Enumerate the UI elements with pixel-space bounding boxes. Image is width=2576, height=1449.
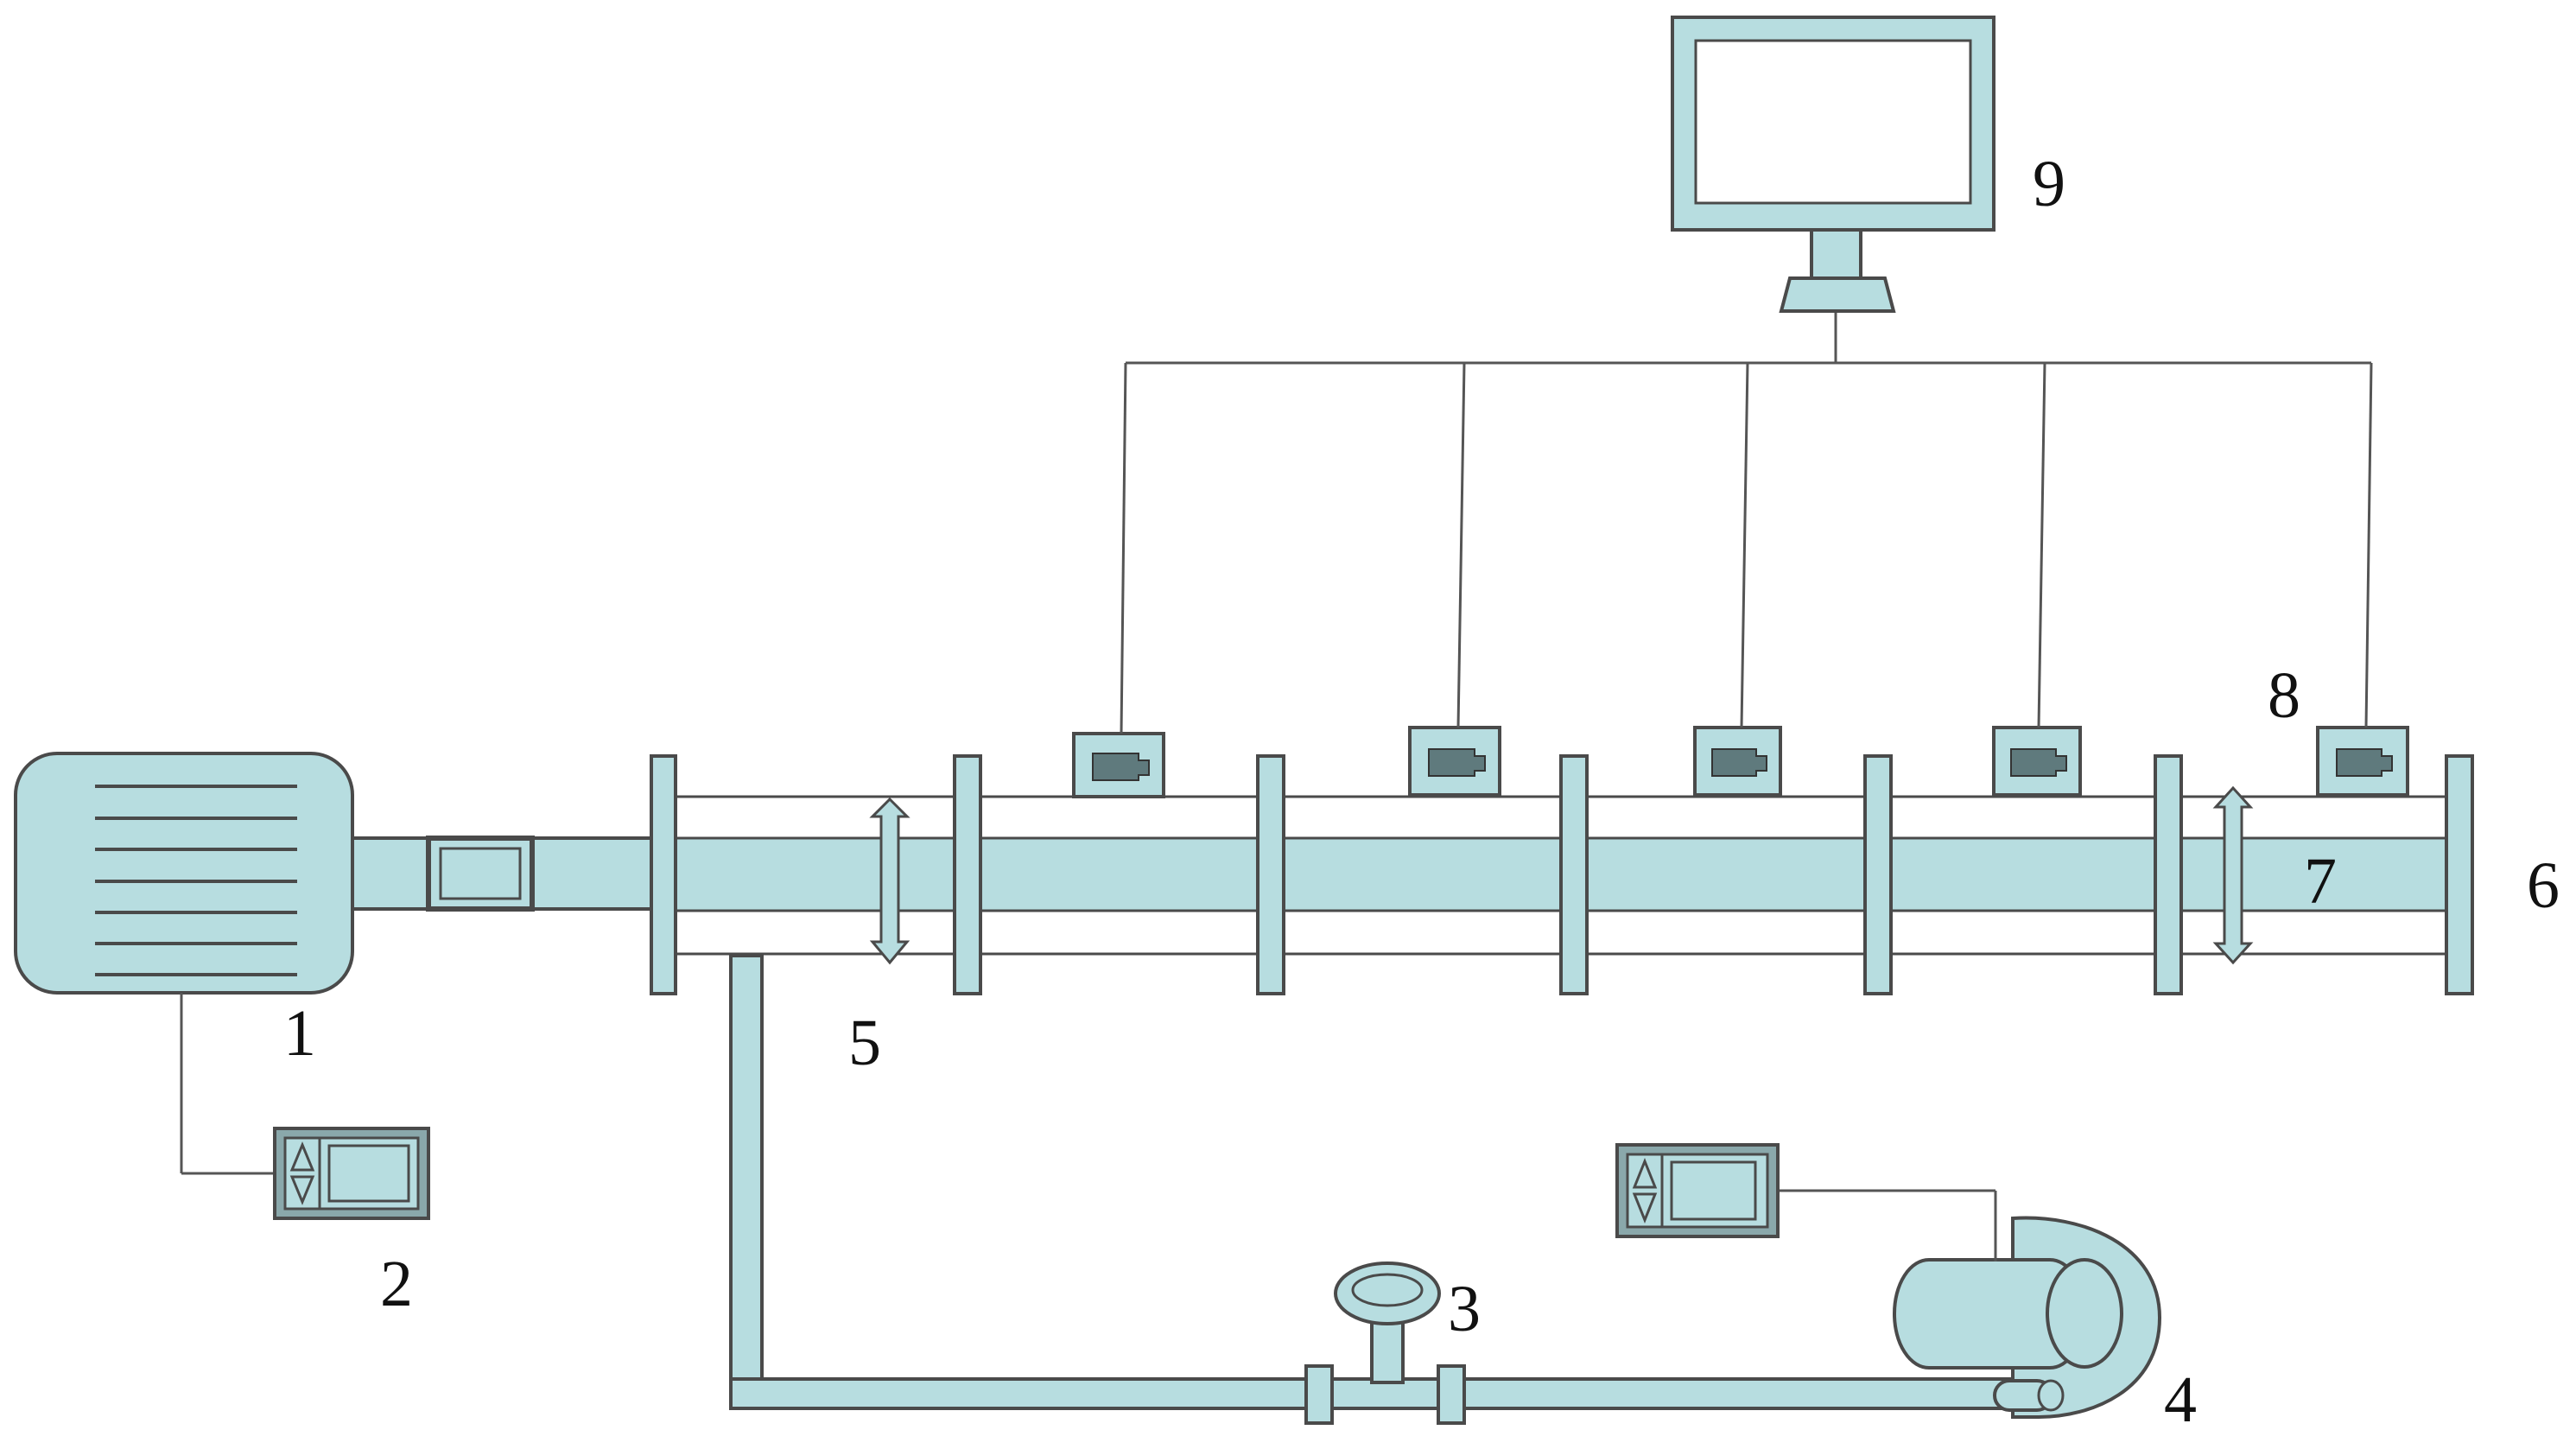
measurement-arrow-7 — [2212, 785, 2254, 965]
inline-section-inner — [439, 847, 522, 900]
pipe-coupling — [1437, 1364, 1466, 1425]
blower-inlet — [2046, 1258, 2123, 1369]
fan-grille — [95, 785, 297, 976]
valve-stem — [1370, 1320, 1405, 1384]
label-8: 8 — [2268, 659, 2300, 732]
sensor — [1992, 726, 2082, 797]
measurement-arrow-5 — [869, 797, 910, 965]
label-7: 7 — [2304, 845, 2337, 918]
flange — [953, 754, 982, 995]
monitor-screen — [1694, 39, 1972, 205]
monitor-base — [1779, 276, 1896, 313]
monitor-neck — [1810, 228, 1862, 280]
label-3: 3 — [1448, 1273, 1481, 1345]
flange — [1863, 754, 1893, 995]
duct-flanges — [650, 754, 2474, 995]
fan-icon — [14, 752, 354, 995]
valve — [1304, 1262, 1466, 1425]
sensor — [2316, 726, 2409, 797]
flange — [1256, 754, 1285, 995]
sensor — [1693, 726, 1782, 797]
sensor-array — [1072, 726, 2409, 798]
valve-icon — [1334, 1262, 1441, 1325]
double-arrow-icon — [2212, 785, 2254, 965]
inline-section — [426, 836, 535, 912]
flange — [2445, 754, 2474, 995]
flange — [1559, 754, 1589, 995]
sensor — [1072, 732, 1165, 798]
sensor — [1408, 726, 1501, 797]
label-9: 9 — [2033, 148, 2065, 220]
label-4: 4 — [2164, 1363, 2197, 1436]
controller-4 — [1615, 1143, 1780, 1238]
double-arrow-icon — [869, 797, 910, 965]
pipe-coupling — [1304, 1364, 1334, 1425]
fan-unit — [14, 752, 354, 995]
controller-2 — [273, 1127, 430, 1220]
signal-wires — [1120, 313, 2373, 734]
label-1: 1 — [283, 997, 316, 1070]
flange — [2154, 754, 2183, 995]
label-5: 5 — [848, 1007, 881, 1079]
flange — [650, 754, 677, 995]
label-6: 6 — [2527, 849, 2560, 922]
label-2: 2 — [380, 1248, 413, 1320]
blower — [1893, 1216, 2162, 1419]
computer — [1671, 16, 1995, 313]
